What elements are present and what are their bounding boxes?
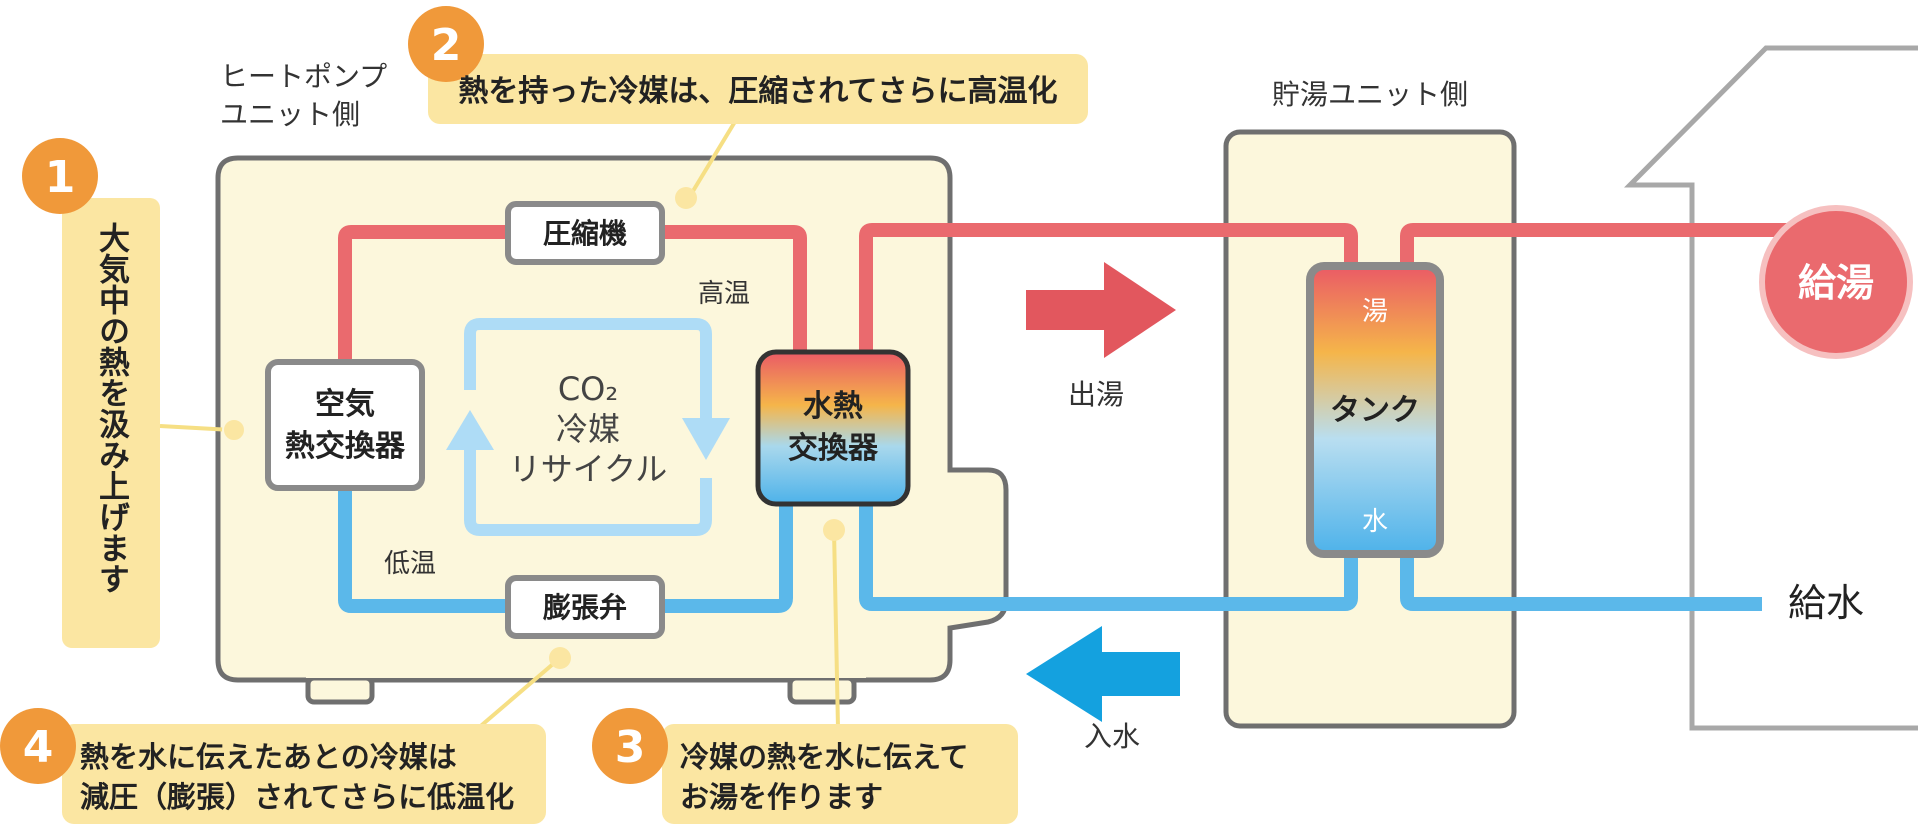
callout-4-dot xyxy=(549,647,571,669)
unit-foot-left xyxy=(305,675,375,705)
step-4-number: 4 xyxy=(23,722,54,773)
hot-supply-circle xyxy=(1759,205,1913,359)
step-3-number: 3 xyxy=(615,722,646,773)
water-in-label: 入水 xyxy=(1084,720,1140,753)
heat-pump-unit xyxy=(215,155,1009,683)
callout-2-dot xyxy=(675,187,697,209)
step-2-number: 2 xyxy=(431,20,462,71)
water-supply-label: 給水 xyxy=(1788,581,1864,625)
step-4-badge xyxy=(0,708,76,784)
step-3-text-2: お湯を作ります xyxy=(680,780,883,814)
tank-unit-label: 貯湯ユニット側 xyxy=(1272,78,1468,111)
expansion-valve-box xyxy=(505,575,665,639)
cycle-label-2: 冷媒 xyxy=(556,410,620,448)
callout-1-dot xyxy=(222,418,246,442)
hot-supply-pipe xyxy=(1400,223,1800,290)
step-1-text: 大気中の熱を汲み上げます xyxy=(93,222,130,594)
callout-3-line xyxy=(832,529,840,729)
unit-foot-cover xyxy=(306,672,866,678)
step-1-badge xyxy=(22,138,98,214)
cycle-arrow-top xyxy=(464,318,712,420)
callout-4-box xyxy=(62,724,546,824)
step-4-text-1: 熱を水に伝えたあとの冷媒は xyxy=(80,740,457,774)
water-in-arrow xyxy=(1026,626,1180,722)
callout-3-box xyxy=(662,724,1018,824)
cold-return-pipe xyxy=(859,480,1358,611)
step-3-text-1: 冷媒の熱を水に伝えて xyxy=(680,740,969,774)
water-heat-exchanger-label-2: 交換器 xyxy=(788,431,879,466)
compressor-label: 圧縮機 xyxy=(543,217,627,250)
tank-shape xyxy=(1306,262,1444,558)
hot-water-pipe xyxy=(859,223,1358,370)
heat-pump-unit-label-2: ユニット側 xyxy=(220,98,360,131)
cold-supply-pipe xyxy=(1400,540,1762,611)
tank-label: タンク xyxy=(1330,393,1420,428)
callout-1-line xyxy=(159,424,233,432)
cycle-label-1: CO₂ xyxy=(558,370,618,408)
cycle-arrowhead-left xyxy=(446,410,494,450)
cycle-label-3: リサイクル xyxy=(509,450,667,488)
hot-out-label: 出湯 xyxy=(1068,378,1124,411)
callout-1-box xyxy=(62,198,160,648)
callout-2-box xyxy=(428,54,1088,124)
expansion-valve-label: 膨張弁 xyxy=(542,591,627,624)
water-heat-exchanger-box xyxy=(755,349,911,507)
step-3-badge xyxy=(592,708,668,784)
callout-4-line xyxy=(474,656,562,732)
water-heat-exchanger-label-1: 水熱 xyxy=(803,389,863,424)
step-2-text: 熱を持った冷媒は、圧縮されてさらに高温化 xyxy=(458,74,1057,109)
heat-pump-unit-label-1: ヒートポンプ xyxy=(220,60,387,93)
air-heat-exchanger-label-1: 空気 xyxy=(315,387,375,422)
cycle-arrowhead-right xyxy=(682,418,730,460)
low-temp-label: 低温 xyxy=(384,549,436,579)
house-outline xyxy=(1623,45,1918,731)
hot-out-arrow xyxy=(1026,262,1176,358)
cycle-arrow-bottom xyxy=(464,448,712,536)
step-1-number: 1 xyxy=(45,152,76,203)
step-4-text-2: 減圧（膨張）されてさらに低温化 xyxy=(80,780,514,814)
tank-water-label: 水 xyxy=(1362,507,1388,537)
high-temp-label: 高温 xyxy=(698,279,750,309)
air-heat-exchanger-label-2: 熱交換器 xyxy=(285,429,406,464)
callout-3-dot xyxy=(823,519,845,541)
tank-hot-label: 湯 xyxy=(1362,297,1388,327)
hot-supply-label: 給湯 xyxy=(1798,261,1874,305)
compressor-box xyxy=(505,201,665,265)
callout-2-line xyxy=(688,118,738,198)
air-heat-exchanger-box xyxy=(265,359,425,491)
step-2-badge xyxy=(408,6,484,82)
unit-foot-right xyxy=(787,675,857,705)
